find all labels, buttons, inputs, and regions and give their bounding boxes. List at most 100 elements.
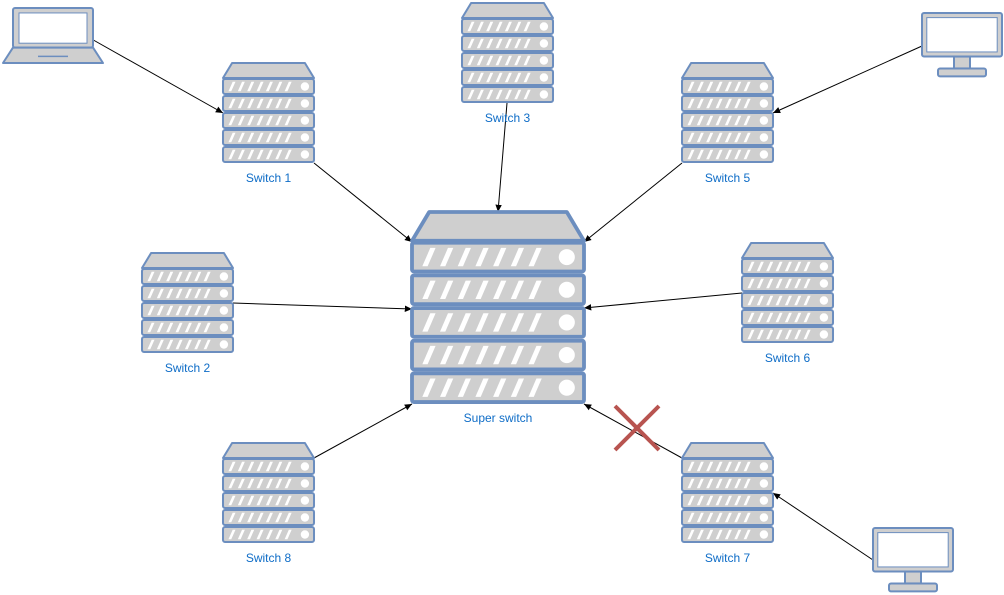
server-vent [256, 132, 264, 143]
server-led [558, 314, 575, 331]
server-vent [457, 247, 471, 267]
server-vent [734, 149, 742, 160]
server-vent [256, 98, 264, 109]
server-vent [228, 98, 236, 109]
server-vent [156, 288, 164, 299]
server-vent [784, 261, 792, 272]
server-vent [422, 247, 436, 267]
server-led [219, 272, 229, 281]
monitor-screen [926, 17, 998, 53]
server-vent [476, 72, 484, 83]
server-roof [410, 210, 586, 243]
server-vent [687, 81, 695, 92]
node-monitor-bottom-monitor-icon[interactable] [872, 527, 954, 593]
server-vent [184, 271, 192, 282]
server-vent [696, 529, 704, 540]
server-vent [514, 55, 522, 66]
server-vent [687, 115, 695, 126]
server-vent [756, 329, 764, 340]
server-vent [203, 339, 211, 350]
server-led [558, 346, 575, 364]
server-vent [175, 339, 183, 350]
server-vent [247, 512, 255, 523]
node-label-switch-1: Switch 1 [246, 171, 292, 185]
server-vent [734, 98, 742, 109]
server-vent [166, 271, 174, 282]
server-vent [475, 378, 489, 397]
node-switch-6-server-icon[interactable] [740, 241, 835, 343]
server-roof [740, 241, 835, 260]
server-roof [680, 441, 775, 460]
node-switch-8-server-icon[interactable] [221, 441, 316, 543]
monitor-neck [904, 570, 922, 585]
broken-link-cross-icon [613, 404, 661, 452]
node-label-switch-7: Switch 7 [705, 551, 751, 565]
server-vent [256, 529, 264, 540]
server-vent [706, 461, 714, 472]
server-vent [724, 529, 732, 540]
server-vent [194, 339, 202, 350]
node-laptop-laptop-icon[interactable] [2, 7, 104, 64]
server-vent [706, 149, 714, 160]
server-vent [156, 305, 164, 316]
node-monitor-top-monitor-icon[interactable] [921, 12, 1003, 78]
server-vent [457, 378, 471, 397]
server-vent [228, 115, 236, 126]
server-vent [766, 295, 774, 306]
server-vent [486, 55, 494, 66]
server-vent [147, 305, 155, 316]
server-vent [715, 98, 723, 109]
server-vent [784, 278, 792, 289]
server-vent [514, 21, 522, 32]
server-vent [696, 149, 704, 160]
server-vent [175, 322, 183, 333]
server-vent [475, 313, 489, 332]
server-vent [504, 38, 512, 49]
server-led [300, 496, 310, 505]
server-vent [247, 149, 255, 160]
server-vent [265, 512, 273, 523]
node-label-switch-5: Switch 5 [705, 171, 751, 185]
server-vent [476, 38, 484, 49]
server-vent [724, 115, 732, 126]
server-vent [706, 98, 714, 109]
server-vent [265, 132, 273, 143]
server-vent [228, 478, 236, 489]
server-vent [715, 115, 723, 126]
server-led [300, 133, 310, 142]
node-switch-7-server-icon[interactable] [680, 441, 775, 543]
edge-laptop-to-switch-1 [87, 36, 224, 114]
server-vent [493, 280, 507, 299]
server-vent [715, 478, 723, 489]
server-led [558, 249, 575, 266]
node-super-switch-server-icon[interactable] [410, 210, 586, 404]
node-switch-1-server-icon[interactable] [221, 61, 316, 163]
server-led [558, 281, 575, 298]
server-vent [265, 461, 273, 472]
server-led [759, 462, 769, 471]
node-switch-5-server-icon[interactable] [680, 61, 775, 163]
server-vent [696, 98, 704, 109]
server-vent [687, 149, 695, 160]
server-vent [743, 132, 751, 143]
monitor-stand [888, 582, 938, 593]
server-vent [275, 98, 283, 109]
server-vent [203, 271, 211, 282]
server-vent [756, 312, 764, 323]
server-vent [734, 529, 742, 540]
server-vent [743, 461, 751, 472]
server-vent [203, 305, 211, 316]
server-vent [747, 312, 755, 323]
server-vent [203, 288, 211, 299]
server-vent [523, 38, 531, 49]
server-vent [504, 55, 512, 66]
server-vent [743, 98, 751, 109]
server-vent [803, 312, 811, 323]
node-switch-2-server-icon[interactable] [140, 251, 235, 353]
node-switch-3-server-icon[interactable] [460, 1, 555, 103]
server-vent [467, 89, 475, 100]
cross-stroke [613, 404, 661, 452]
server-vent [706, 529, 714, 540]
server-vent [166, 339, 174, 350]
